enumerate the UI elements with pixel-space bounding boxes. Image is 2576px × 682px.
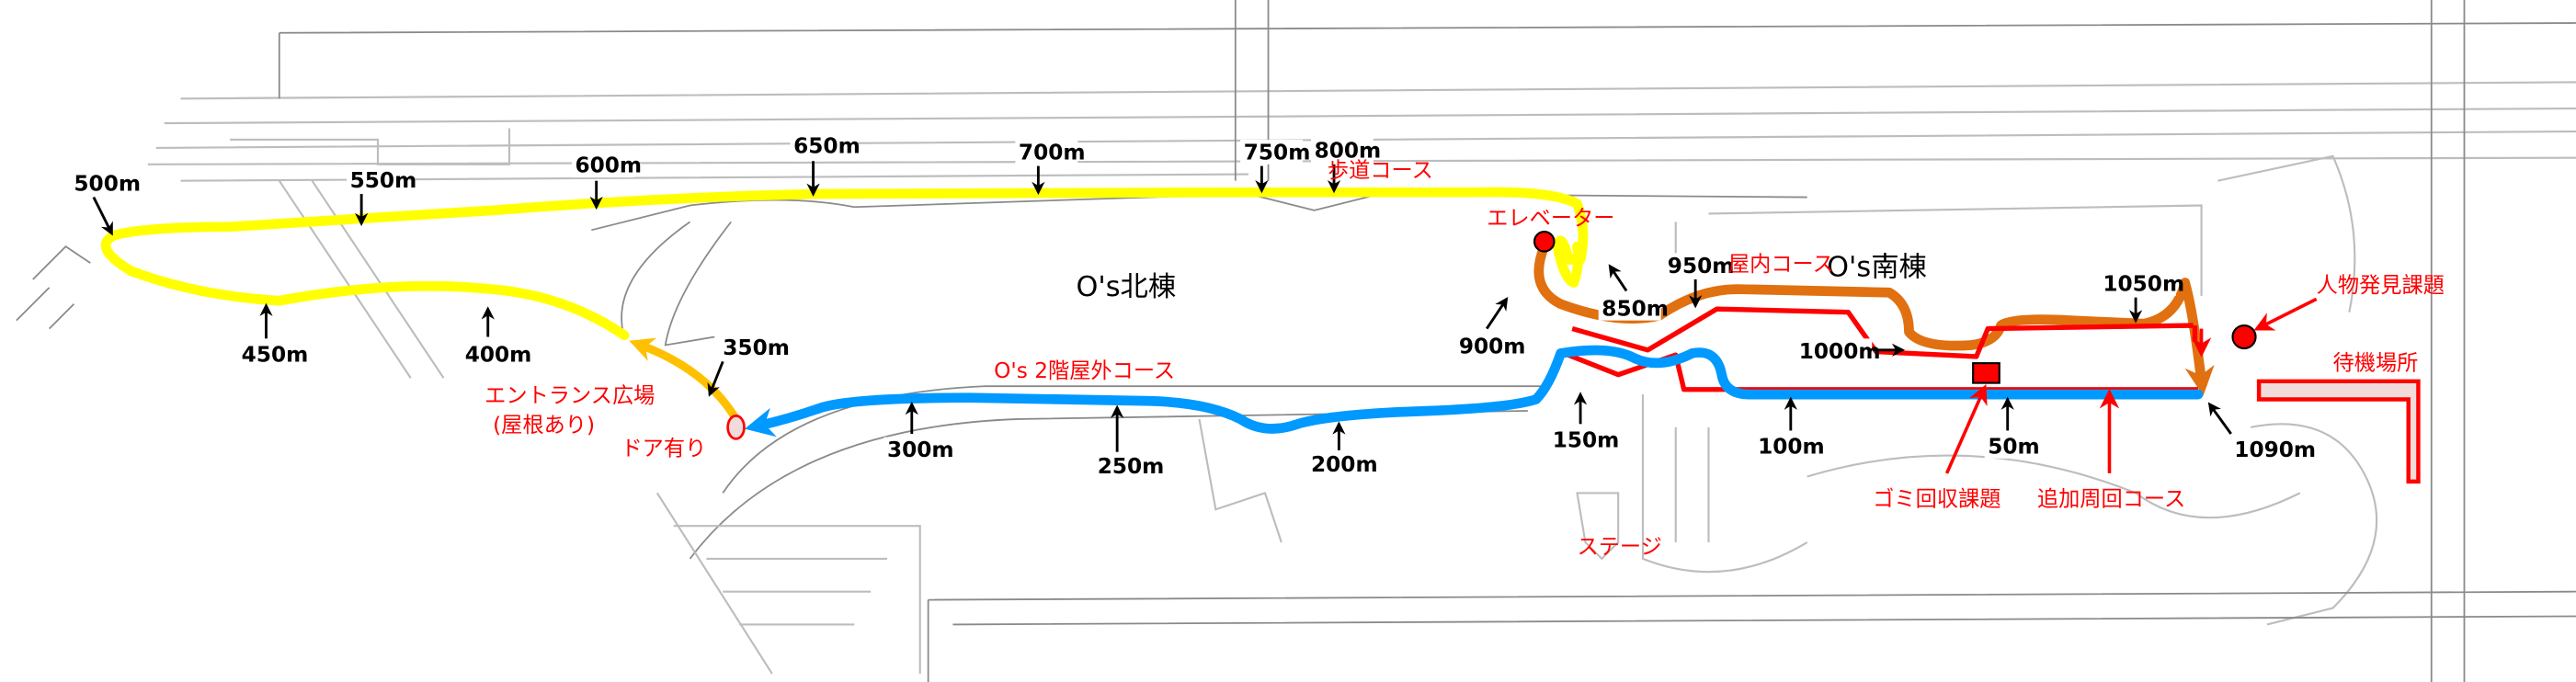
distance-label-background xyxy=(2230,437,2308,462)
entrance-roof-label: (屋根あり) xyxy=(493,413,595,438)
distance-label-background xyxy=(1664,253,1727,278)
distance-label-500m: 500m xyxy=(74,171,141,196)
indoor-course-label: 屋内コース xyxy=(1728,252,1834,277)
floor-plan-background xyxy=(16,0,2576,682)
distance-label-background xyxy=(571,153,634,178)
distance-label-150m: 150m xyxy=(1553,427,1620,452)
distance-arrow-500m xyxy=(92,196,113,236)
distance-label-800m: 800m xyxy=(1315,139,1382,164)
door-label: ドア有り xyxy=(621,436,706,460)
person-finding-leader xyxy=(2253,297,2318,331)
distance-label-background xyxy=(1455,333,1519,358)
distance-label-50m: 50m xyxy=(1988,434,2040,459)
distance-label-background xyxy=(1094,453,1157,479)
outdoor-2f-course-label: O's 2階屋外コース xyxy=(994,358,1175,383)
outdoor-2f-course-path xyxy=(744,345,2204,438)
north-building-label: O's北棟 xyxy=(1076,271,1176,303)
distance-label-background xyxy=(1984,434,2034,459)
distance-label-background xyxy=(1307,451,1371,477)
distance-label-750m: 750m xyxy=(1244,140,1311,165)
south-building-label: O's南棟 xyxy=(1827,251,1927,283)
distance-arrow-1090m xyxy=(2207,402,2232,435)
distance-label-background xyxy=(719,335,782,360)
person-finding-marker xyxy=(2231,324,2257,350)
waiting-area-label: 待機場所 xyxy=(2333,350,2419,375)
distance-label-1050m: 1050m xyxy=(2103,271,2184,296)
distance-label-900m: 900m xyxy=(1459,334,1526,358)
distance-label-550m: 550m xyxy=(350,168,417,193)
elevator-marker xyxy=(1533,231,1556,253)
distance-arrow-350m xyxy=(707,360,724,397)
distance-label-background xyxy=(1549,426,1613,452)
distance-label-350m: 350m xyxy=(723,335,790,360)
distance-label-background xyxy=(883,437,947,462)
distance-label-background xyxy=(2099,271,2176,296)
sidewalk-course-label: 歩道コース xyxy=(1328,158,1433,183)
distance-arrow-900m xyxy=(1486,297,1509,330)
distance-label-200m: 200m xyxy=(1311,452,1378,477)
door-marker xyxy=(726,415,746,440)
distance-label-background xyxy=(462,341,525,367)
distance-label-950m: 950m xyxy=(1668,254,1735,278)
trash-collection-label: ゴミ回収課題 xyxy=(1873,487,2000,512)
waiting-area-marker xyxy=(2256,379,2421,484)
distance-arrow-850m xyxy=(1608,264,1628,292)
distance-label-background xyxy=(1311,138,1373,164)
trash-collection-marker xyxy=(1972,362,2000,384)
person-finding-label: 人物発見課題 xyxy=(2317,273,2445,298)
entrance-link-path xyxy=(629,337,741,424)
distance-label-background xyxy=(347,167,409,193)
sidewalk-course-path xyxy=(100,187,1589,341)
distance-label-1090m: 1090m xyxy=(2234,438,2316,462)
distance-label-250m: 250m xyxy=(1098,454,1165,479)
trash-collection-leader xyxy=(1944,384,1988,474)
distance-label-850m: 850m xyxy=(1601,296,1669,321)
distance-label-1000m: 1000m xyxy=(1799,339,1881,364)
entrance-plaza-label: エントランス広場 xyxy=(484,383,655,408)
distance-label-background xyxy=(1598,295,1661,321)
distance-markers: 50m 100m 150m 200m 250m 300m 350m 400m 450m 500m 5… xyxy=(70,132,2316,479)
stage-label: ステージ xyxy=(1578,535,1662,560)
distance-label-background xyxy=(1240,139,1304,165)
distance-label-background xyxy=(1795,338,1873,364)
distance-label-background xyxy=(1015,139,1078,165)
distance-label-background xyxy=(1754,434,1818,459)
distance-label-700m: 700m xyxy=(1019,140,1086,165)
distance-label-background xyxy=(790,132,853,158)
distance-label-100m: 100m xyxy=(1758,434,1825,459)
distance-label-background xyxy=(70,170,133,196)
distance-label-300m: 300m xyxy=(887,438,954,462)
distance-label-450m: 450m xyxy=(242,342,309,367)
distance-label-background xyxy=(238,341,302,367)
additional-loop-label: 追加周回コース xyxy=(2037,487,2185,512)
distance-label-600m: 600m xyxy=(575,153,642,178)
distance-label-650m: 650m xyxy=(793,133,861,158)
elevator-label: エレベーター xyxy=(1487,206,1614,231)
distance-label-400m: 400m xyxy=(465,342,532,367)
